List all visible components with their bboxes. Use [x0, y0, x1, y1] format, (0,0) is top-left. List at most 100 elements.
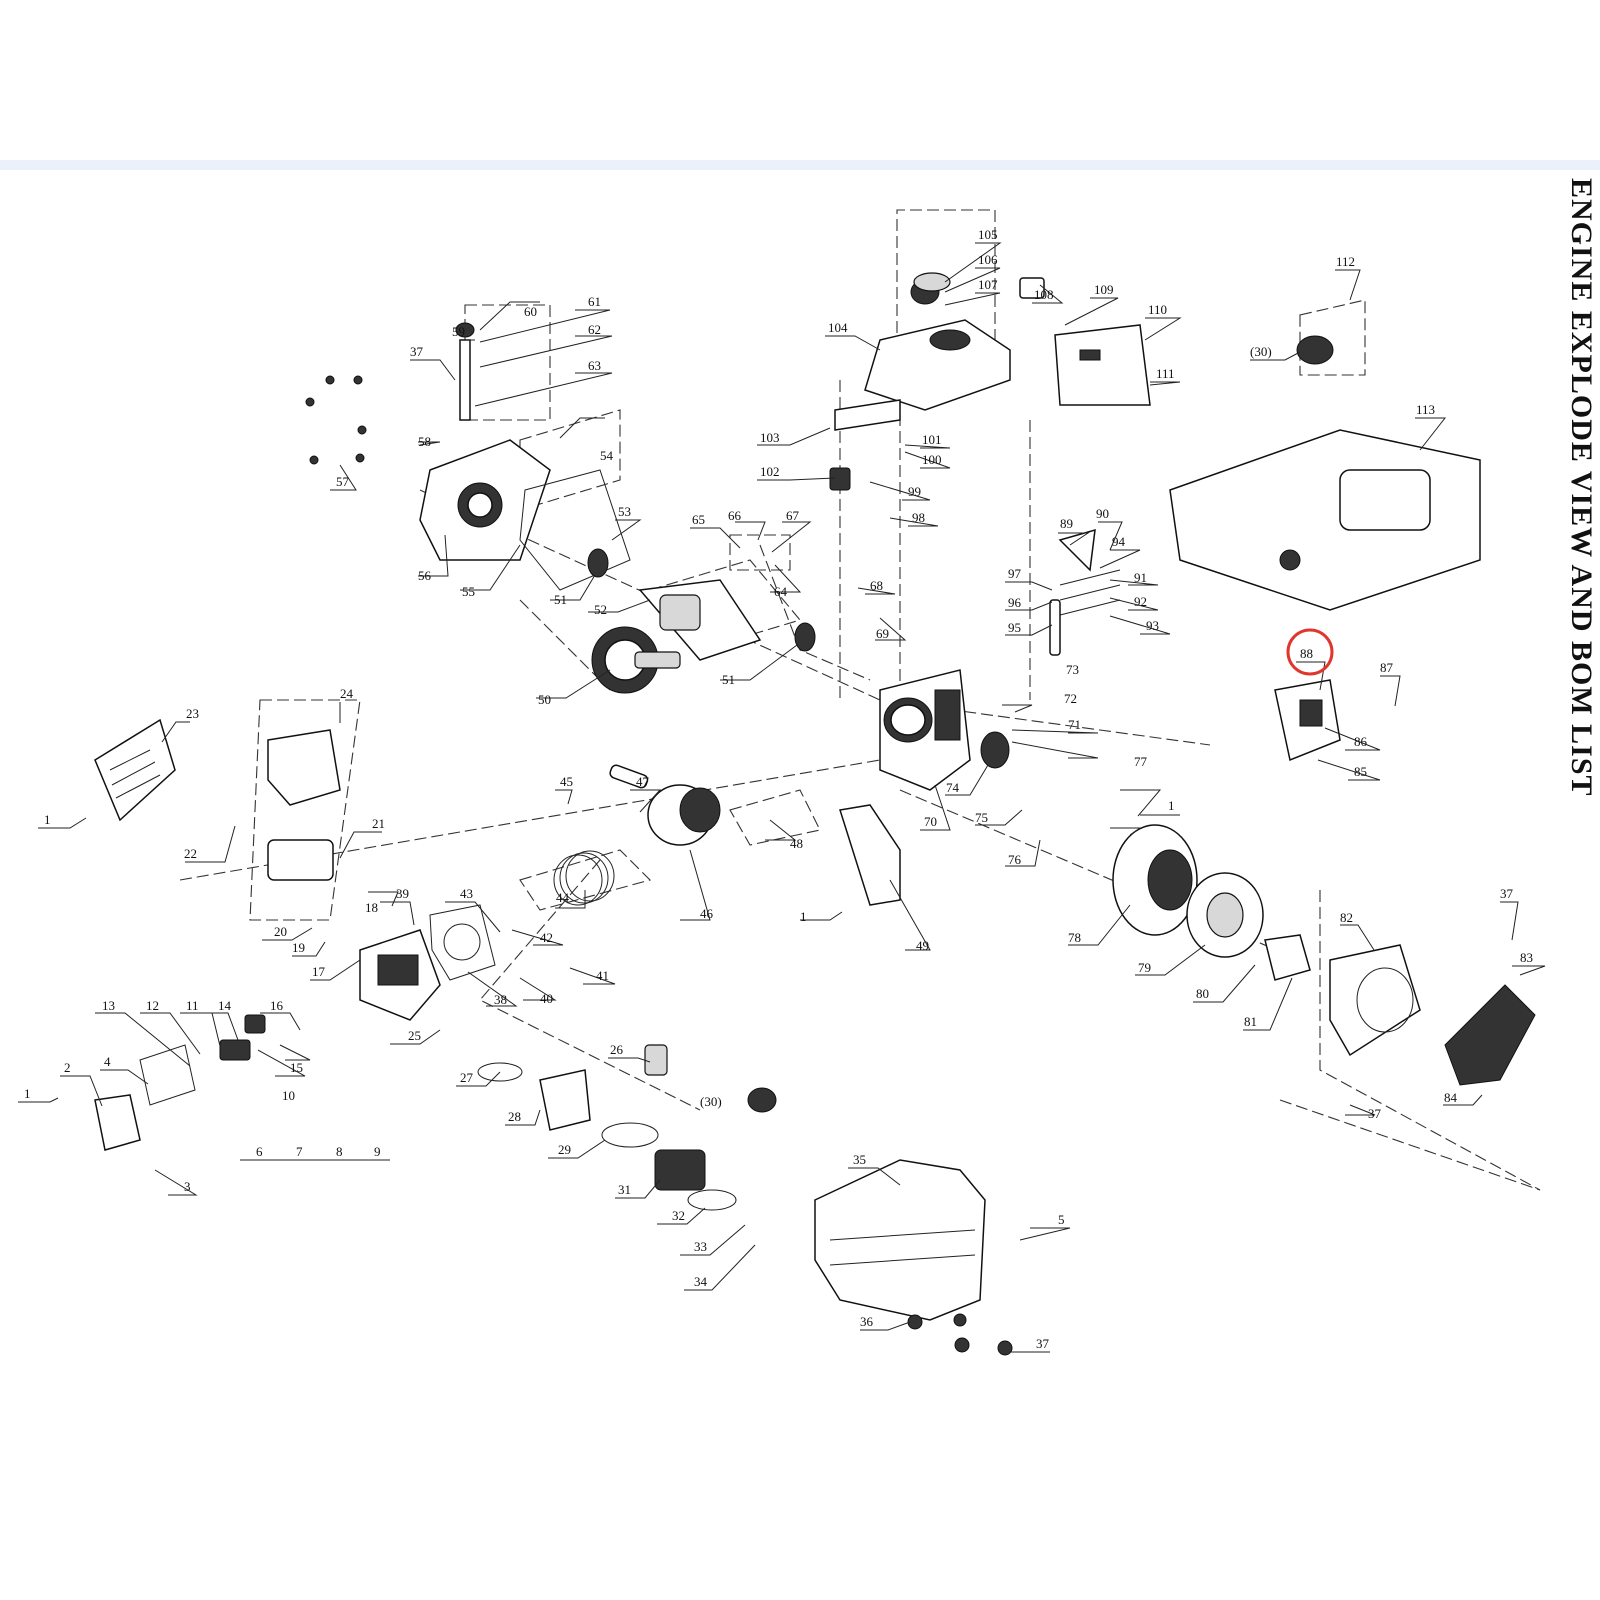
part-label: 77 [1134, 754, 1148, 769]
piston [609, 764, 721, 846]
top-band [0, 160, 1600, 170]
part-label: 86 [1354, 734, 1368, 749]
part-label: 32 [672, 1208, 685, 1223]
part-label: 80 [1196, 986, 1209, 1001]
nuts-36-37 [907, 1313, 1013, 1356]
part-label: 10 [282, 1088, 295, 1103]
part-label: 22 [184, 846, 197, 861]
crankshaft [638, 579, 762, 661]
part-label: 98 [912, 510, 925, 525]
part-label: 44 [556, 890, 570, 905]
cylinder-block [879, 669, 971, 791]
part-label: 6 [256, 1144, 263, 1159]
part-label: 9 [374, 1144, 381, 1159]
part-label: 49 [916, 938, 929, 953]
starter-cup [1264, 934, 1311, 981]
part-label: 92 [1134, 594, 1147, 609]
part-label: 37 [1368, 1106, 1382, 1121]
part-label: 20 [274, 924, 287, 939]
part-label: 85 [1354, 764, 1367, 779]
part-label: 46 [700, 906, 714, 921]
part-label: 55 [462, 584, 475, 599]
part-label: 40 [540, 991, 553, 1006]
part-label: 81 [1244, 1014, 1257, 1029]
part-label: 48 [790, 836, 803, 851]
part-label: 34 [694, 1274, 708, 1289]
part-label: 69 [876, 626, 889, 641]
fuel-filter-parts [829, 277, 1045, 491]
oil-seal-74 [980, 731, 1010, 769]
part-label: 113 [1416, 402, 1435, 417]
part-label: 60 [524, 304, 537, 319]
muffler-shield-23 [94, 718, 176, 822]
part-label: 23 [186, 706, 199, 721]
part-label: 94 [1112, 534, 1126, 549]
part-label: 70 [924, 814, 937, 829]
part-label: 79 [1138, 960, 1151, 975]
part-label: 71 [1068, 717, 1081, 732]
part-label: 19 [292, 940, 305, 955]
part-label: 1 [24, 1086, 31, 1101]
part-label: 73 [1066, 662, 1079, 677]
part-label: 37 [1036, 1336, 1050, 1351]
cooling-fan [1186, 872, 1264, 958]
part-label: 102 [760, 464, 780, 479]
part-label: 39 [396, 886, 409, 901]
part-label: 41 [596, 968, 609, 983]
part-label: 84 [1444, 1090, 1458, 1105]
part-label: 74 [946, 780, 960, 795]
part-label: 68 [870, 578, 883, 593]
part-label: 50 [538, 692, 551, 707]
part-label: 37 [410, 344, 424, 359]
part-label: 21 [372, 816, 385, 831]
flywheel [1112, 824, 1198, 936]
part-label: 28 [508, 1109, 521, 1124]
carburetor [644, 1044, 777, 1191]
part-label: 24 [340, 686, 354, 701]
air-duct-49 [839, 804, 901, 906]
part-label: 82 [1340, 910, 1353, 925]
part-label: 15 [290, 1060, 303, 1075]
air-cleaner [267, 729, 341, 881]
part-label: 52 [594, 602, 607, 617]
part-label: 104 [828, 320, 848, 335]
part-label: 27 [460, 1070, 474, 1085]
crankcase-cover [419, 439, 551, 561]
fuel-shroud-35 [814, 1159, 986, 1321]
part-labels: 1 1 1 1 2 3 4 5 6 7 8 9 10 11 12 13 14 1… [24, 227, 1533, 1351]
part-label: 76 [1008, 852, 1022, 867]
part-label: 75 [975, 810, 988, 825]
part-label: 67 [786, 508, 800, 523]
recoil-cover [1444, 984, 1536, 1086]
recoil-housing [1329, 944, 1421, 1057]
part-label: 43 [460, 886, 473, 901]
part-label: 33 [694, 1239, 707, 1254]
part-label: 53 [618, 504, 631, 519]
diagram-title: ENGINE EXPLODE VIEW AND BOM LIST [1565, 178, 1598, 797]
part-label: 1 [1168, 798, 1175, 813]
part-label: 31 [618, 1182, 631, 1197]
part-label: 13 [102, 998, 115, 1013]
part-label: 103 [760, 430, 780, 445]
fuel-tank [864, 272, 1011, 411]
assembly-lines [179, 209, 1541, 1191]
part-label: 57 [336, 474, 350, 489]
part-label: 11 [186, 998, 199, 1013]
gaskets-29-32 [477, 1062, 737, 1211]
part-label: 36 [860, 1314, 874, 1329]
dipstick [455, 322, 475, 421]
part-label: 88 [1300, 646, 1313, 661]
part-label: 78 [1068, 930, 1081, 945]
bearing-51 [587, 548, 816, 652]
leader-lines [18, 242, 1546, 1353]
part-label: 3 [184, 1179, 191, 1194]
part-label: 101 [922, 432, 942, 447]
part-label: 64 [774, 584, 788, 599]
part-label: 37 [1500, 886, 1514, 901]
part-label: 96 [1008, 595, 1022, 610]
control-bracket-88 [1274, 679, 1341, 762]
part-label: 108 [1034, 287, 1054, 302]
part-label: 4 [104, 1054, 111, 1069]
part-label: 51 [722, 672, 735, 687]
